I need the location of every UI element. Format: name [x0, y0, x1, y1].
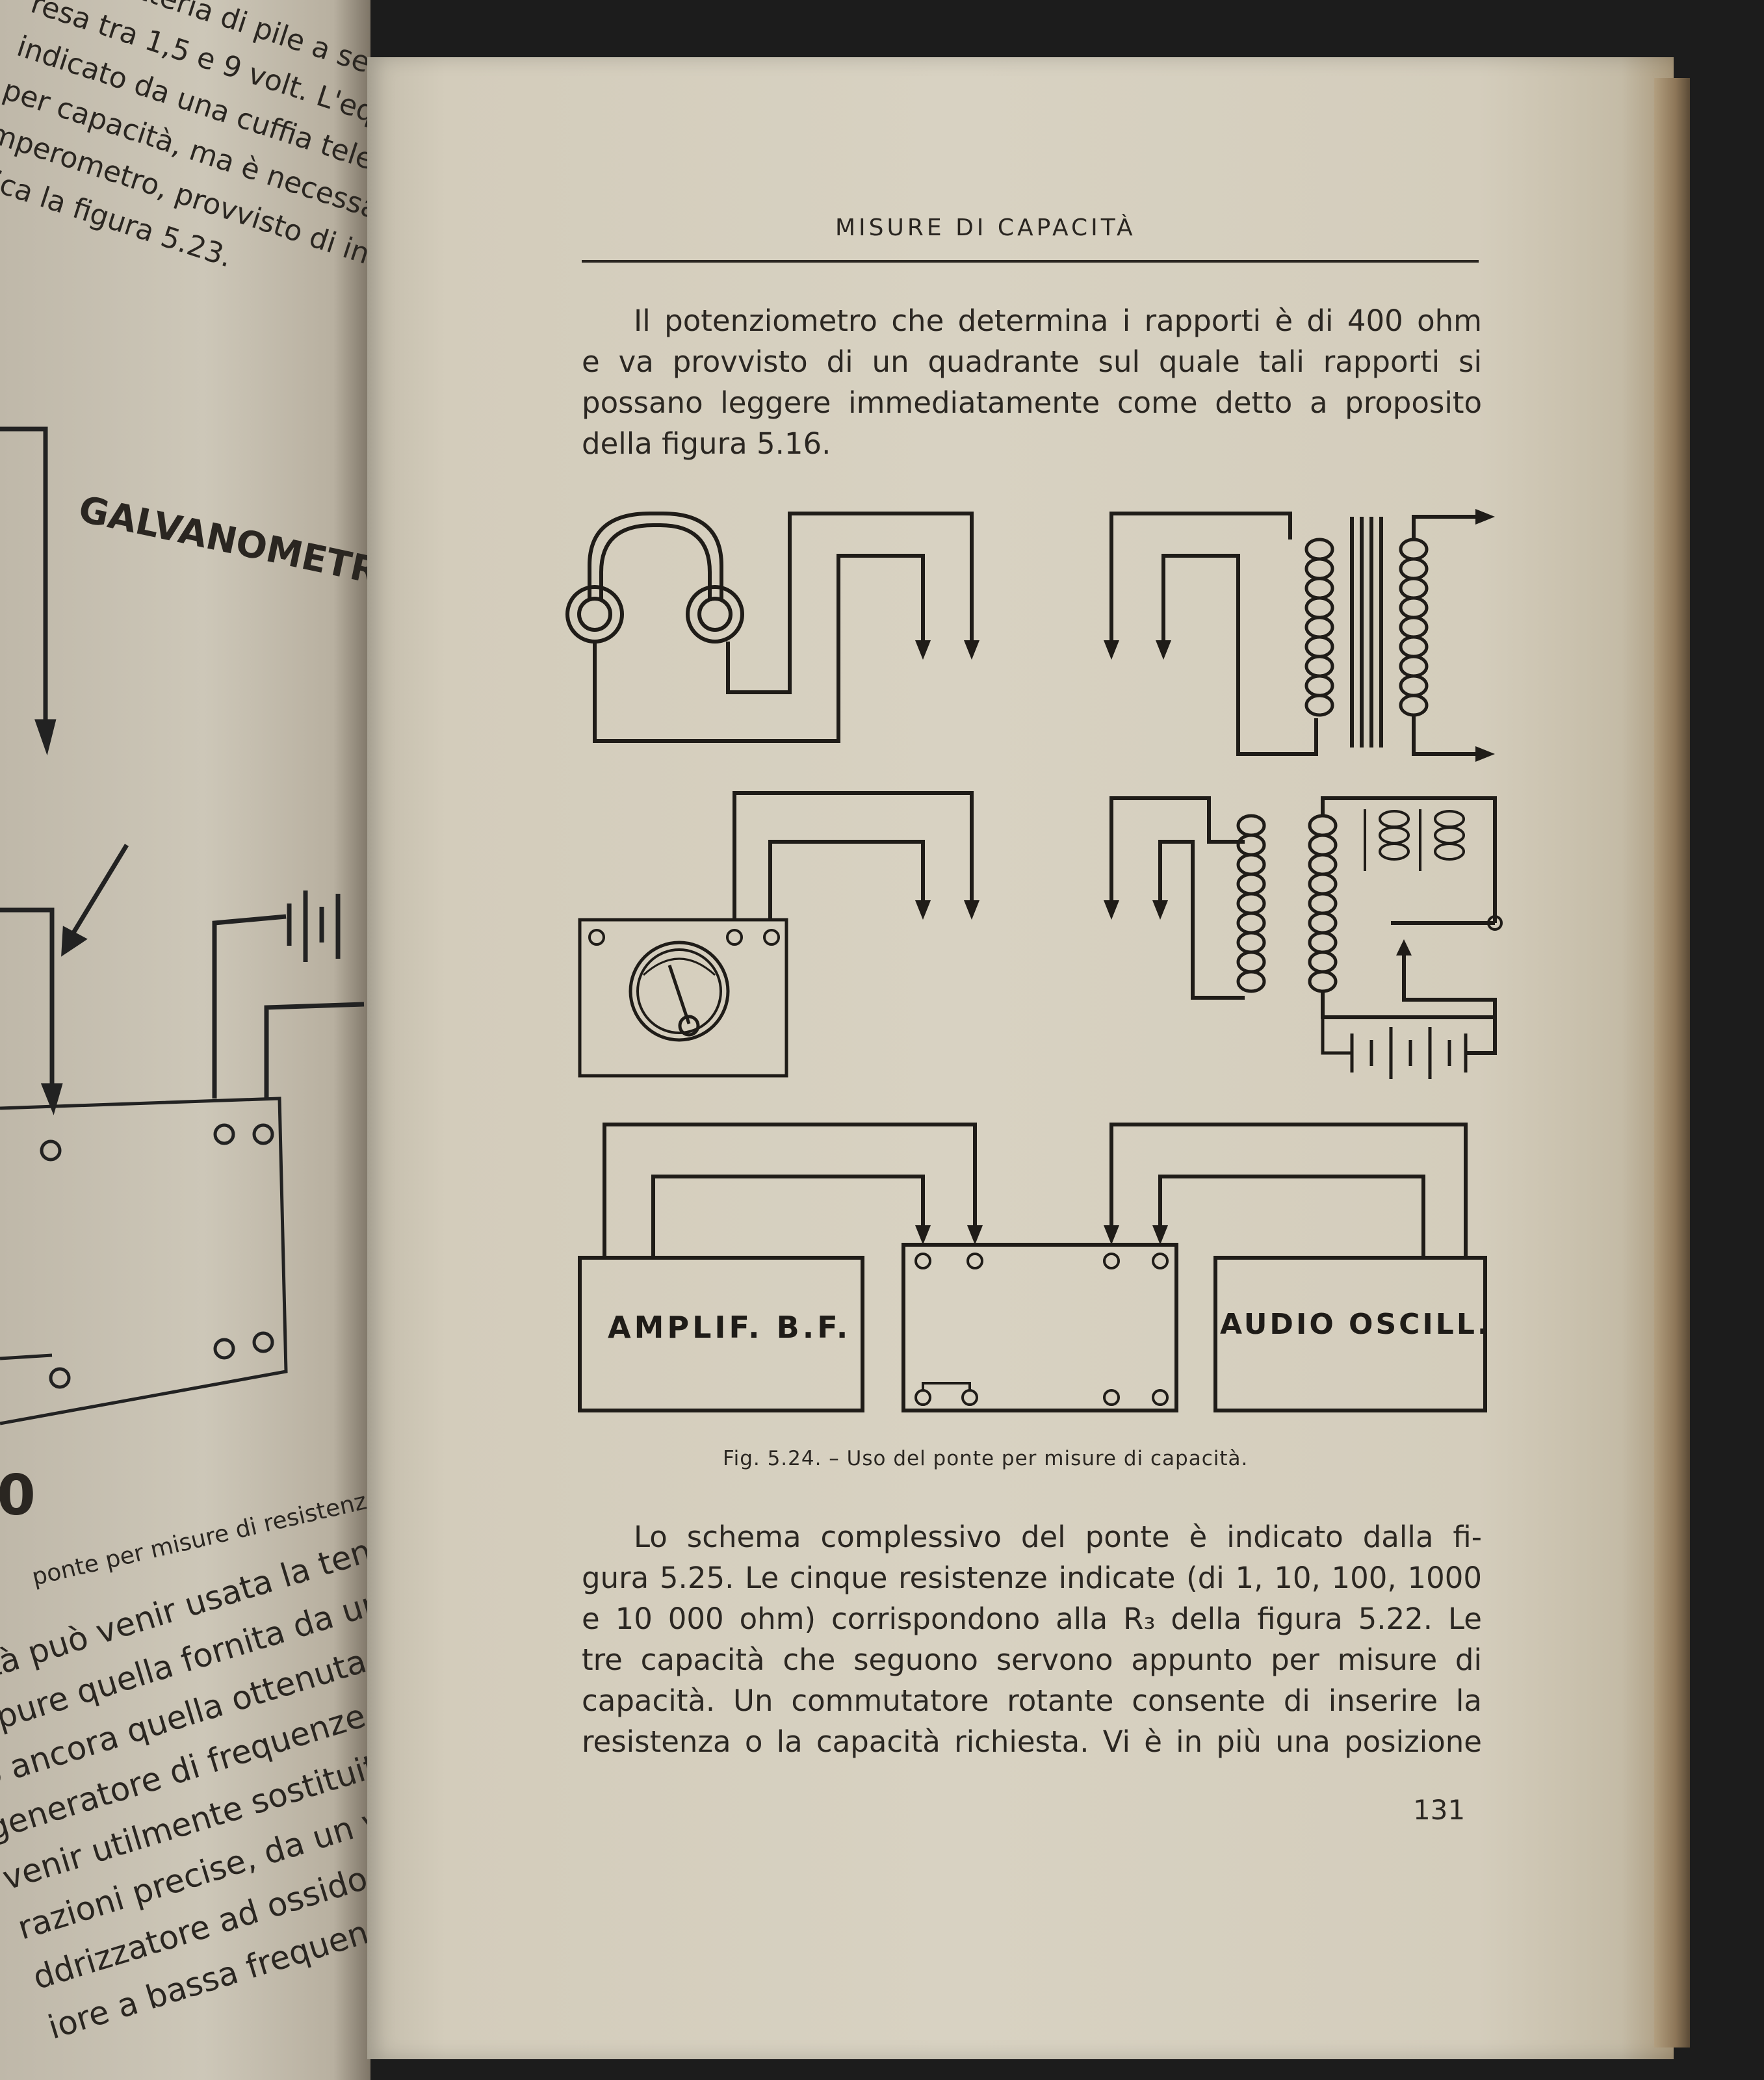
header-rule [582, 260, 1479, 263]
transformer-core [1350, 517, 1383, 748]
running-head: MISURE DI CAPACITÀ [835, 214, 1136, 241]
left-diagram [0, 426, 365, 1425]
left-key-switch [0, 1353, 53, 1360]
arrowhead [1104, 640, 1119, 660]
page-number: 131 [1413, 1794, 1466, 1826]
left-instrument-box [0, 1097, 288, 1425]
vibrator-contact [1487, 915, 1503, 931]
arrowhead [1104, 900, 1119, 920]
left-arrowhead [34, 719, 57, 756]
arrowhead [1152, 900, 1168, 920]
wire-transformer-out-bottom [1412, 715, 1482, 756]
arrowhead [1152, 1225, 1168, 1245]
headphones-icon [565, 512, 744, 644]
figure-caption: Fig. 5.24. – Uso del ponte per misure di… [723, 1447, 1249, 1470]
battery-icon [1321, 1017, 1468, 1079]
left-terminal [252, 1331, 274, 1353]
text-line: tre capacità che seguono servono appunto… [582, 1643, 1482, 1677]
wire-adjust [1402, 985, 1497, 1017]
left-pointer-arrow [70, 844, 129, 937]
wire-headphones-outer [593, 554, 925, 743]
wire-transformer-inner [1161, 554, 1318, 756]
left-terminal [252, 1123, 274, 1145]
wire-amp-outer [603, 1123, 977, 1258]
left-arrowhead [40, 1083, 63, 1115]
text-line: capacità. Un commutatore rotante consent… [582, 1684, 1482, 1718]
page-stack-edge [1654, 78, 1690, 2048]
left-terminal [213, 1123, 235, 1145]
text-line: e va provvisto di un quadrante sul quale… [582, 344, 1482, 379]
coupling-coil-secondary [1308, 814, 1338, 993]
text-line: gura 5.25. Le cinque resistenze indicate… [582, 1561, 1482, 1595]
transformer-secondary-coil [1399, 538, 1429, 717]
paragraph-top: Il potenziometro che determina i rapport… [582, 300, 1482, 464]
oscillator-label: AUDIO OSCILL. [1220, 1308, 1491, 1341]
left-facing-page: ene batteria di pile a secco. Ta resa tr… [0, 0, 370, 2080]
arrowhead [915, 1225, 931, 1245]
headband [588, 512, 723, 601]
amplifier-label: AMPLIF. B.F. [608, 1310, 851, 1345]
arrowhead [1475, 746, 1495, 762]
wire-headphones-inner [726, 512, 974, 694]
text-line: possano leggere immediatamente come dett… [582, 385, 1482, 420]
earpiece-left-inner [577, 597, 612, 632]
wire-coil-out-top [1321, 796, 1497, 923]
left-wire [212, 914, 287, 1098]
wire-coil-outer [1109, 796, 1245, 910]
left-terminal [40, 1139, 62, 1162]
wire-transformer-outer [1109, 512, 1292, 650]
wire-osc-outer [1109, 1123, 1468, 1258]
text-line: resistenza o la capacità richiesta. Vi è… [582, 1724, 1482, 1759]
arrowhead [915, 640, 931, 660]
headband-inner [599, 523, 712, 601]
left-figure-number: 0 [0, 1463, 36, 1528]
arrowhead [1475, 509, 1495, 525]
amplifier-box [578, 1256, 864, 1412]
wire-meter-outer [733, 791, 974, 920]
arrowhead [1104, 1225, 1119, 1245]
bridge-key-switch [922, 1382, 971, 1390]
arrowhead [964, 640, 979, 660]
left-wire [0, 907, 55, 1092]
wire-coil-inner [1158, 840, 1245, 1000]
left-page-content: ene batteria di pile a secco. Ta resa tr… [0, 0, 370, 2047]
arrowhead [1396, 939, 1412, 956]
wire-meter-inner [768, 840, 925, 920]
bridge-box [901, 1243, 1178, 1412]
text-line: Lo schema complessivo del ponte è indica… [634, 1520, 1482, 1554]
earpiece-right-inner [697, 597, 733, 632]
meter-icon [578, 918, 788, 1078]
text-line: e 10 000 ohm) corrispondono alla R₃ dell… [582, 1602, 1482, 1636]
earpiece-left [565, 585, 624, 644]
arrowhead [915, 900, 931, 920]
left-arrowhead [61, 926, 88, 957]
wire-transformer-out-top [1412, 515, 1482, 540]
arrowhead [1156, 640, 1171, 660]
arrowhead [964, 900, 979, 920]
left-terminal [213, 1338, 235, 1360]
text-line: Il potenziometro che determina i rapport… [634, 304, 1482, 338]
transformer-primary-coil [1304, 538, 1334, 717]
text-line: della figura 5.16. [582, 426, 831, 461]
left-terminal [49, 1367, 71, 1389]
wire-amp-inner [651, 1175, 925, 1258]
arrowhead [967, 1225, 983, 1245]
wire-osc-inner [1158, 1175, 1425, 1258]
bridge-terminals [914, 1253, 1169, 1406]
oscillator-box [1213, 1256, 1487, 1412]
coupling-coil-primary [1236, 814, 1266, 993]
right-page [367, 57, 1674, 2059]
paragraph-bottom: Lo schema complessivo del ponte è indica… [582, 1516, 1482, 1762]
interrupter-coils [1364, 809, 1465, 871]
left-wire [264, 1002, 365, 1098]
left-wire [0, 426, 48, 728]
earpiece-right [686, 585, 744, 644]
